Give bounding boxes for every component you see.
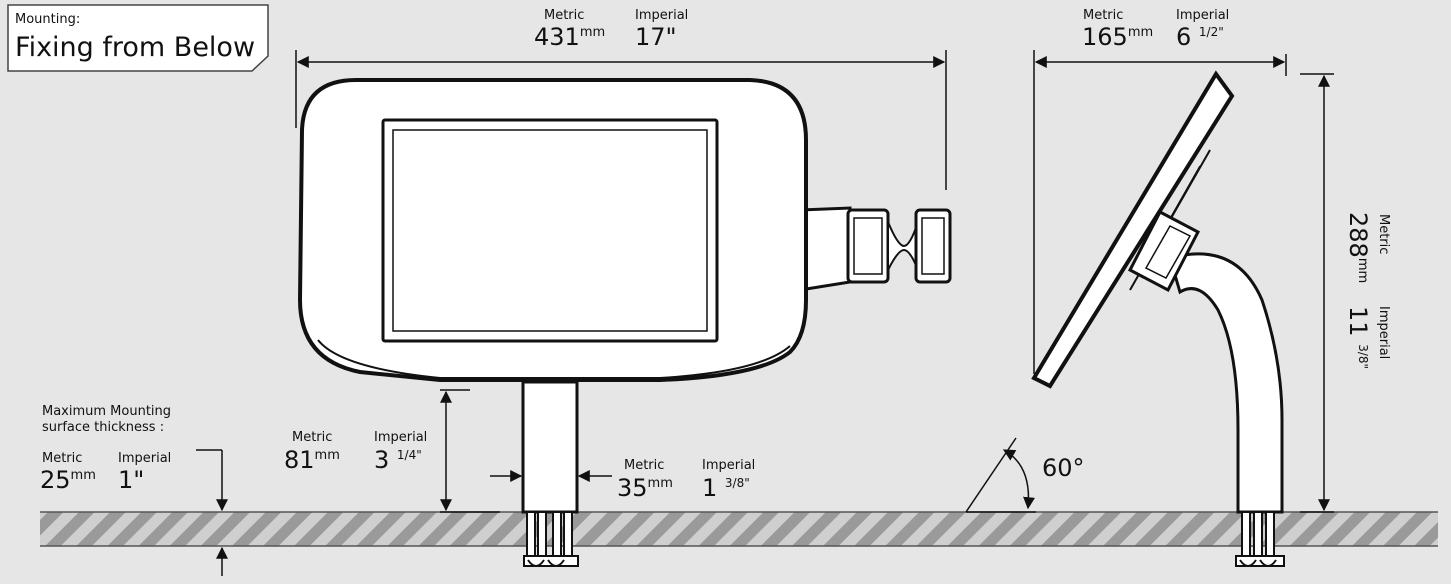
depth-imperial-label: Imperial: [1176, 8, 1230, 23]
pole-diameter-metric-value: 35mm: [617, 474, 673, 502]
title-label: Mounting:: [15, 12, 81, 27]
depth-metric-label: Metric: [1083, 8, 1124, 23]
height-imperial-value: 11 3/8": [1344, 306, 1372, 370]
width-imperial-label: Imperial: [635, 8, 689, 23]
surface-caption-line2: surface thickness :: [42, 420, 165, 435]
pole-diameter-metric-label: Metric: [624, 458, 665, 473]
tablet-side-view: [1031, 70, 1285, 567]
title-box: Mounting: Fixing from Below: [7, 4, 269, 72]
pole-diameter-imperial-label: Imperial: [702, 458, 756, 473]
tablet-front-view: [297, 78, 952, 567]
pole-height-metric-value: 81mm: [284, 446, 340, 474]
title-frame: [7, 4, 269, 72]
height-imperial-label: Imperial: [1376, 306, 1391, 360]
width-imperial-value: 17": [635, 23, 677, 51]
pole-height-imperial-value: 3 1/4": [374, 446, 422, 474]
pole-diameter-imperial-value: 1 3/8": [702, 474, 750, 502]
pole-height-metric-label: Metric: [292, 430, 333, 445]
tilt-angle-value: 60°: [1042, 454, 1085, 482]
surface-metric-label: Metric: [42, 451, 83, 466]
width-metric-label: Metric: [544, 8, 585, 23]
depth-metric-value: 165mm: [1082, 23, 1154, 51]
height-metric-value: 288mm: [1344, 212, 1372, 284]
surface-imperial-label: Imperial: [118, 451, 172, 466]
height-metric-label: Metric: [1376, 214, 1391, 255]
width-metric-value: 431mm: [534, 23, 606, 51]
mounting-surface: [40, 511, 1438, 547]
dimension-lines: [196, 50, 1334, 576]
surface-imperial-value: 1": [118, 466, 145, 494]
pole-height-imperial-label: Imperial: [374, 430, 428, 445]
depth-imperial-value: 6 1/2": [1176, 23, 1224, 51]
surface-metric-value: 25mm: [40, 466, 96, 494]
page-title: Fixing from Below: [15, 32, 256, 63]
surface-caption-line1: Maximum Mounting: [42, 404, 172, 419]
